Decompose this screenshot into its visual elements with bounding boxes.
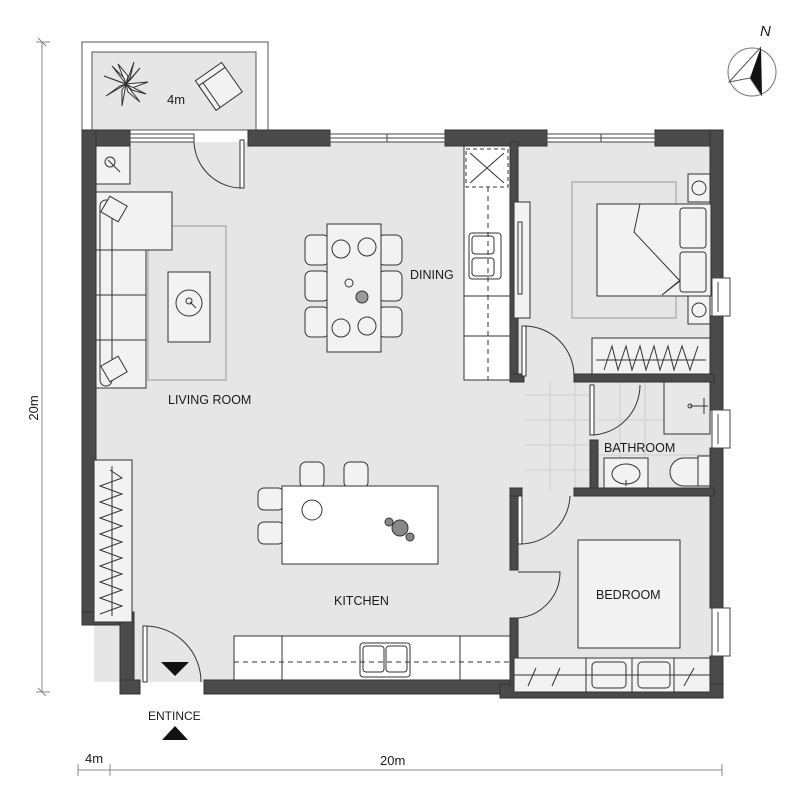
label-dining: DINING: [410, 268, 454, 282]
plant-icon: [103, 61, 149, 107]
wardrobe-icon: [591, 337, 711, 375]
coffee-table-icon: [167, 271, 211, 343]
kitchen-counter-horizontal: [233, 635, 511, 681]
sink-icon: [468, 232, 502, 280]
windows: [129, 133, 731, 657]
bedroom2-door-side[interactable]: [517, 571, 561, 619]
rug: [147, 225, 227, 381]
dimension-horizontal-large: 20m: [380, 753, 405, 768]
pillows-icon: [679, 207, 707, 293]
stove-icon: [465, 148, 509, 188]
bedroom2-furniture: [513, 539, 711, 693]
bathroom-fixtures: [603, 381, 711, 489]
doors: [142, 139, 641, 683]
side-table: [95, 145, 131, 185]
balcony: 4m: [81, 41, 269, 131]
bathroom-door[interactable]: [589, 384, 641, 436]
label-bathroom: BATHROOM: [604, 441, 675, 455]
nightstand-icon: [687, 173, 711, 325]
place-settings-icon: [331, 237, 377, 338]
decor-icon: [384, 517, 415, 542]
sink-icon: [603, 457, 649, 489]
living-room-furniture: [93, 145, 227, 623]
lamp-icon: [104, 156, 121, 173]
room-labels: LIVING ROOM DINING KITCHEN BATHROOM BEDR…: [168, 268, 675, 608]
dining-furniture: [304, 223, 403, 353]
dimension-vertical: 20m: [26, 395, 41, 420]
compass-north-label: N: [760, 23, 771, 40]
entrance-door[interactable]: [142, 625, 202, 683]
label-living-room: LIVING ROOM: [168, 393, 251, 407]
double-sink-icon: [359, 642, 411, 678]
entrance-arrow-outer-icon: [162, 726, 188, 740]
toilet-icon: [669, 455, 711, 487]
storage-bench-icon: [513, 657, 711, 693]
label-bedroom: BEDROOM: [596, 588, 661, 602]
balcony-dimension-label: 4m: [167, 92, 185, 107]
armchair-icon: [194, 61, 243, 111]
bedroom1-door[interactable]: [521, 325, 575, 377]
compass-icon: N: [727, 23, 777, 97]
shower-tap-icon: [687, 398, 708, 414]
balcony-door[interactable]: [193, 139, 245, 189]
dimension-lines: [36, 37, 723, 776]
cabinet-icon: [93, 459, 133, 623]
entrance-arrow-inner-icon: [161, 662, 189, 676]
bar-stools-icon: [257, 461, 369, 545]
fruit-bowl-icon: [301, 499, 323, 521]
dining-table: [326, 223, 382, 353]
sectional-sofa-icon: [95, 191, 173, 389]
dimension-horizontal-small: 4m: [85, 751, 103, 766]
dining-chairs-icon: [304, 234, 403, 338]
kitchen-island: [257, 461, 439, 565]
label-entrance: ENTINCE: [148, 709, 201, 723]
bedroom1-furniture: [513, 173, 712, 375]
tv-unit-icon: [513, 201, 531, 319]
kitchen-counter-vertical: [463, 145, 511, 381]
label-kitchen: KITCHEN: [334, 594, 389, 608]
entrance-markers: ENTINCE: [148, 662, 201, 740]
shower-icon: [663, 381, 711, 435]
bed-icon: [577, 539, 681, 649]
bedroom2-door-top[interactable]: [517, 495, 571, 545]
